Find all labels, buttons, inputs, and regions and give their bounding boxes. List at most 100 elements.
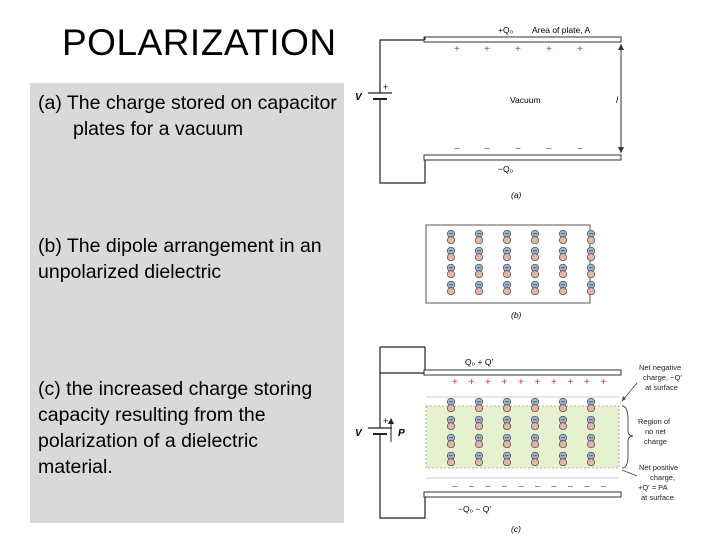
dipole (503, 433, 511, 449)
svg-text:+: + (546, 44, 552, 55)
minus-sign: − (452, 482, 458, 493)
plus-sign: + (535, 377, 541, 388)
svg-text:+: + (577, 44, 583, 55)
dipole (587, 451, 595, 467)
plus-sign: + (601, 377, 607, 388)
dipole (587, 246, 595, 262)
minus-sign: − (535, 482, 541, 493)
minus-sign: − (584, 482, 590, 493)
minus-sign: − (568, 482, 574, 493)
dipole (587, 229, 595, 245)
dipole (531, 263, 539, 279)
dipole (531, 229, 539, 245)
note-region-2: no net (645, 427, 667, 436)
svg-text:−: − (577, 144, 583, 155)
plus-sign: + (568, 377, 574, 388)
item-c-text: (c) the increased charge storing capacit… (38, 378, 313, 478)
svg-text:+: + (484, 44, 490, 55)
dipole (447, 263, 455, 279)
capacitor-figure: + V +Q₀ Area of plate, A +++ ++ −−− −− V… (355, 25, 682, 534)
dipole (475, 397, 483, 413)
separation-label: l (616, 95, 619, 105)
dipole (503, 451, 511, 467)
dipole (531, 397, 539, 413)
svg-text:+: + (454, 44, 460, 55)
dipole (475, 415, 483, 431)
vacuum-label: Vacuum (510, 95, 541, 105)
dipole (503, 229, 511, 245)
dipole (475, 433, 483, 449)
dipole (475, 229, 483, 245)
dipole (503, 415, 511, 431)
bottom-charge-a: −Q₀ (498, 164, 514, 174)
dipole (559, 246, 567, 262)
dipole (559, 263, 567, 279)
note-negative-3: at surface (645, 383, 678, 392)
dipole (503, 280, 511, 296)
dipole (559, 397, 567, 413)
plus-sign: + (452, 377, 458, 388)
dipole (503, 263, 511, 279)
svg-text:−: − (484, 144, 490, 155)
minus-sign: − (469, 482, 475, 493)
figure-c: + V Q₀ + Q′ ++++++++++ P −−−−−−−−−− −Q₀ … (355, 346, 682, 534)
dipole (587, 280, 595, 296)
minus-sign: − (601, 482, 607, 493)
minus-sign: − (485, 482, 491, 493)
plus-sign: + (502, 377, 508, 388)
dipole (447, 280, 455, 296)
dipole (503, 246, 511, 262)
dipole (559, 280, 567, 296)
note-positive-3: +Q′ = PA (638, 483, 668, 492)
dipole (447, 246, 455, 262)
dipole (559, 433, 567, 449)
dipole (503, 397, 511, 413)
note-positive-4: at surface (641, 493, 674, 502)
dipole-grid-c (447, 397, 595, 467)
svg-text:−: − (546, 144, 552, 155)
caption-b: (b) (511, 310, 522, 320)
dipole (559, 451, 567, 467)
dipole (531, 451, 539, 467)
note-positive-2: charge, (650, 473, 675, 482)
dipole (587, 397, 595, 413)
note-positive-1: Net positive (639, 463, 678, 472)
dipole (587, 263, 595, 279)
top-charge-c: Q₀ + Q′ (465, 357, 493, 367)
dipole (587, 415, 595, 431)
dipole (447, 433, 455, 449)
dipole-grid-b (447, 229, 595, 296)
note-negative-2: charge, −Q′ (643, 373, 682, 382)
bottom-charge-c: −Q₀ − Q′ (458, 504, 491, 514)
caption-a: (a) (511, 190, 522, 200)
dipole (475, 263, 483, 279)
figure-a: + V +Q₀ Area of plate, A +++ ++ −−− −− V… (355, 25, 624, 200)
voltage-label-a: V (355, 92, 363, 103)
dipole (531, 433, 539, 449)
svg-text:−: − (515, 144, 521, 155)
top-charge-a: +Q₀ (498, 25, 514, 35)
item-a-label: (a) The charge stored on capacitor plate… (38, 92, 337, 140)
caption-c: (c) (511, 524, 521, 534)
dipole (447, 397, 455, 413)
plus-sign: + (518, 377, 524, 388)
dipole (475, 451, 483, 467)
svg-text:−: − (454, 144, 460, 155)
voltage-label-c: V (355, 428, 363, 439)
item-b-text: (b) The dipole arrangement in an unpolar… (38, 235, 322, 283)
dipole (587, 433, 595, 449)
plus-sign: + (551, 377, 557, 388)
figure-b: (b) (425, 224, 595, 320)
minus-sign: − (502, 482, 508, 493)
polarization-label: P (398, 428, 405, 439)
note-region-1: Region of (638, 417, 671, 426)
dipole (531, 246, 539, 262)
dipole (475, 246, 483, 262)
svg-text:+: + (515, 44, 521, 55)
plate-area-label: Area of plate, A (532, 25, 590, 35)
dipole (447, 451, 455, 467)
note-region-3: charge (644, 437, 667, 446)
svg-text:+: + (383, 416, 388, 426)
dipole (559, 229, 567, 245)
minus-sign: − (518, 482, 524, 493)
